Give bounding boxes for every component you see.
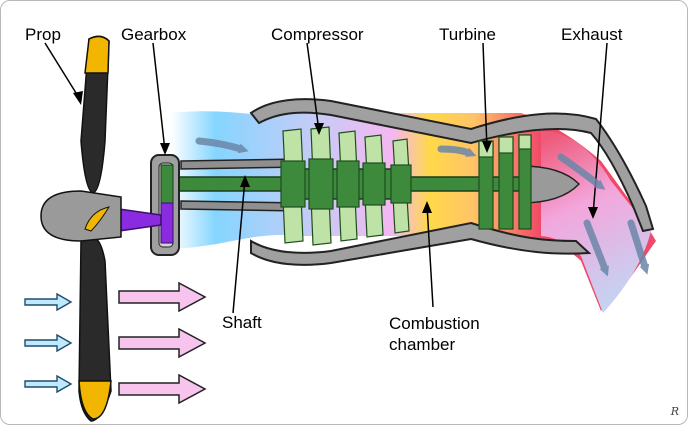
- compressor-stage: [282, 126, 410, 246]
- exhaust-cone: [520, 165, 581, 204]
- spinner-blade-root: [84, 206, 111, 232]
- label-exhaust: Exhaust: [561, 25, 623, 44]
- label-gearbox: Gearbox: [121, 25, 187, 44]
- label-combustion-chamber: Combustion chamber: [389, 314, 480, 354]
- turbine-stage: [478, 134, 532, 230]
- intake-air-arrows: [24, 292, 73, 394]
- label-turbine: Turbine: [439, 25, 497, 44]
- compressor-blade-rows: [280, 158, 412, 210]
- leader-arrowheads: [73, 91, 598, 219]
- propeller-tip-bottom: [78, 380, 112, 420]
- label-shaft: Shaft: [222, 313, 262, 332]
- thrust-arrows: [118, 281, 207, 405]
- propeller-tip-top: [84, 35, 110, 74]
- engine-casing-top: [249, 98, 655, 233]
- artist-signature: R: [670, 405, 679, 418]
- gearbox-green-gear: [160, 164, 174, 204]
- label-compressor: Compressor: [271, 25, 364, 44]
- internal-flow-arrows: [195, 137, 650, 277]
- gearbox-purple-gear: [160, 202, 174, 244]
- engine-casing-bottom: [250, 221, 592, 266]
- spinner-nose: [40, 190, 122, 242]
- label-prop: Prop: [25, 25, 61, 44]
